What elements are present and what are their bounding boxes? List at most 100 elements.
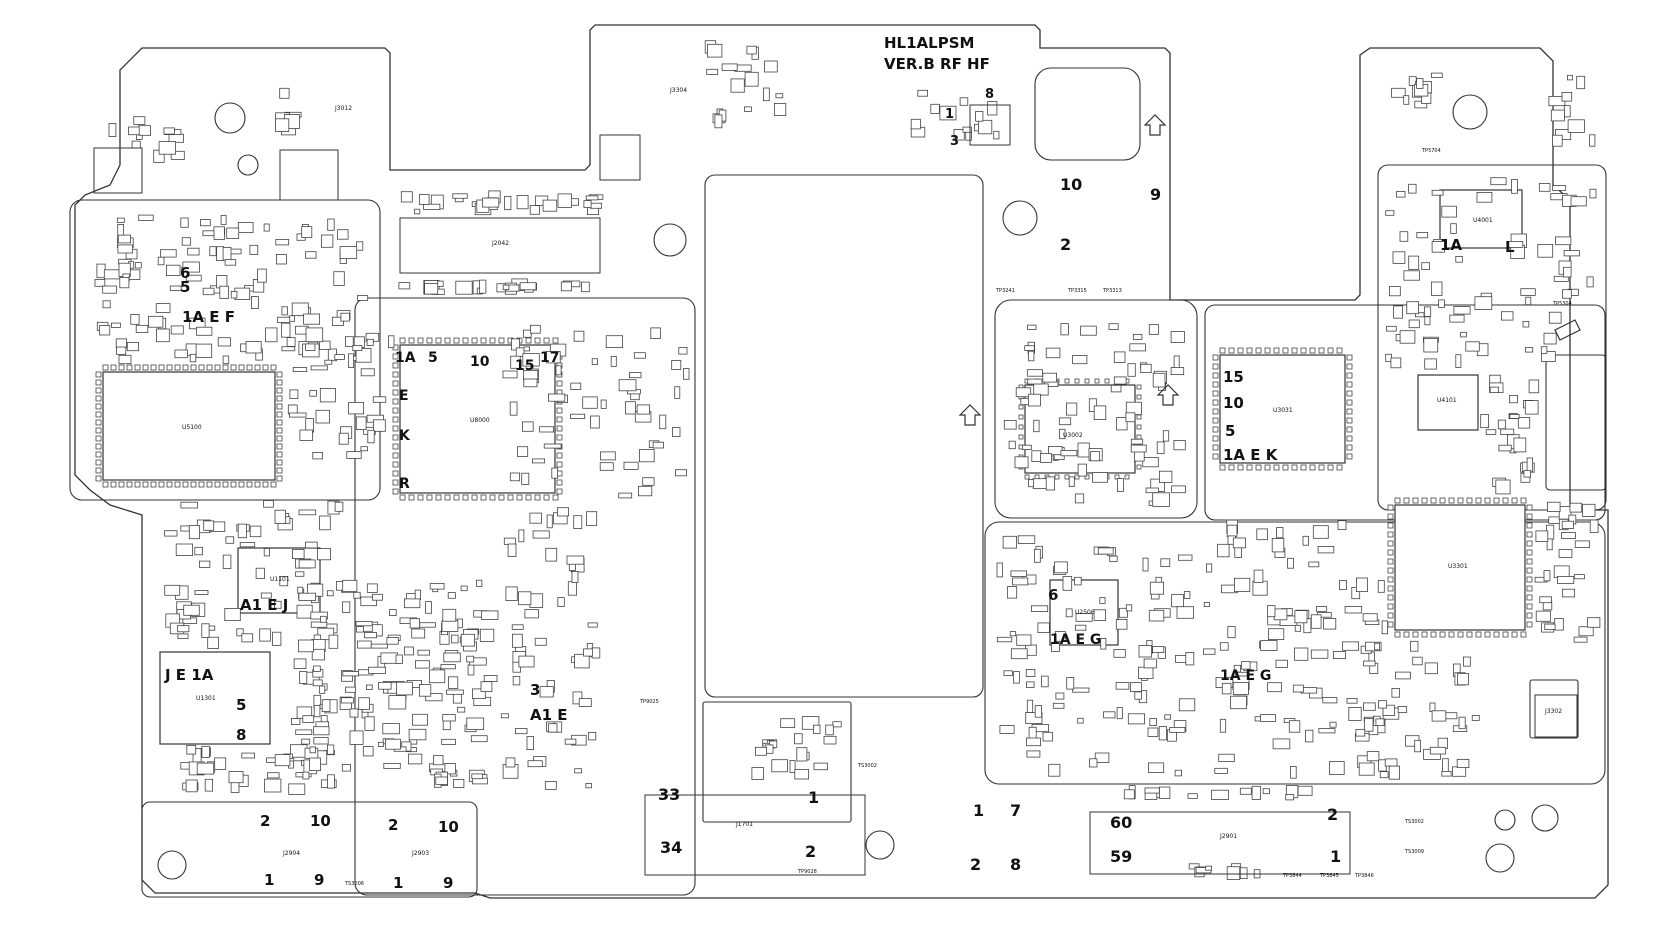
smd-part <box>1234 577 1251 592</box>
smd-part <box>355 241 364 251</box>
smd-part <box>1221 682 1232 695</box>
smd-part <box>510 338 520 351</box>
smd-part <box>1264 464 1271 471</box>
smd-part <box>177 633 189 640</box>
smd-part <box>1476 191 1493 203</box>
smd-part <box>1084 474 1090 480</box>
smd-part <box>548 723 558 733</box>
smd-part <box>1104 378 1110 384</box>
smd-part <box>1552 134 1563 147</box>
smd-part <box>552 337 559 344</box>
smd-part <box>428 669 446 684</box>
smd-part <box>414 208 421 215</box>
conn-j2904 <box>93 147 143 194</box>
smd-part <box>1219 718 1227 733</box>
pin-label-9: 15 <box>1223 368 1244 386</box>
smd-part <box>1318 347 1325 354</box>
smd-part <box>1429 702 1436 712</box>
smd-part <box>1346 381 1353 388</box>
smd-part <box>1290 766 1297 779</box>
smd-part <box>440 664 456 670</box>
smd-part <box>360 446 368 452</box>
smd-part <box>365 684 373 690</box>
pin-label-36: 59 <box>1110 847 1132 866</box>
smd-part <box>1136 424 1142 430</box>
smd-part <box>1431 710 1447 722</box>
smd-part <box>1212 381 1219 388</box>
smd-part <box>392 443 399 450</box>
smd-part <box>150 364 157 371</box>
smd-part <box>417 649 430 656</box>
smd-part <box>1403 270 1420 281</box>
smd-part <box>279 87 290 99</box>
smd-part <box>388 695 407 710</box>
smd-part <box>659 414 667 430</box>
smd-part <box>95 403 102 410</box>
smd-part <box>530 324 541 334</box>
smd-part <box>1230 695 1247 710</box>
smd-part <box>1130 438 1144 445</box>
smd-part <box>1424 358 1437 370</box>
smd-part <box>95 475 102 482</box>
smd-part <box>1339 580 1348 590</box>
smd-part <box>1239 867 1248 879</box>
smd-part <box>1346 426 1353 433</box>
smd-part <box>187 247 200 256</box>
smd-part <box>1017 535 1036 544</box>
smd-part <box>1543 332 1557 345</box>
smd-part <box>566 555 585 565</box>
smd-part <box>342 579 358 592</box>
smd-part <box>1322 697 1338 704</box>
smd-part <box>507 494 514 501</box>
smd-part <box>545 547 558 562</box>
smd-part <box>525 494 532 501</box>
smd-part <box>263 500 274 508</box>
smd-part <box>1558 549 1573 558</box>
smd-part <box>1342 641 1360 651</box>
smd-part <box>1026 737 1042 747</box>
smd-part <box>1424 306 1432 317</box>
smd-part <box>1226 524 1238 538</box>
smd-part <box>310 611 328 620</box>
pin-label-44: 5 <box>180 278 190 296</box>
smd-part <box>1170 331 1185 343</box>
label-j1701: J1701 <box>735 821 753 828</box>
smd-part <box>198 364 205 371</box>
smd-part <box>337 229 349 240</box>
smd-part <box>411 628 426 639</box>
smd-part <box>312 451 323 460</box>
smd-part <box>425 693 443 702</box>
smd-part <box>509 401 518 416</box>
smd-part <box>1589 134 1596 147</box>
smd-part <box>1358 762 1375 776</box>
smd-part <box>1388 765 1400 780</box>
smd-part <box>480 337 487 344</box>
large-chips <box>102 189 1526 745</box>
smd-part <box>573 330 585 342</box>
smd-part <box>207 636 219 649</box>
smd-part <box>155 328 170 343</box>
smd-part <box>1002 535 1017 549</box>
smd-part <box>1449 314 1465 323</box>
smd-part <box>460 585 468 592</box>
pin-label-18: 2 <box>260 812 270 830</box>
smd-part <box>313 705 321 718</box>
smd-part <box>189 353 197 363</box>
smd-part <box>512 676 521 686</box>
smd-part <box>452 193 468 199</box>
smd-part <box>160 249 177 258</box>
smd-part <box>131 140 141 149</box>
smd-part <box>1282 347 1289 354</box>
smd-part <box>1267 682 1282 693</box>
smd-part <box>298 592 316 601</box>
smd-part <box>1578 626 1594 637</box>
smd-part <box>556 461 563 468</box>
smd-part <box>1117 478 1124 492</box>
smd-part <box>345 336 354 347</box>
smd-part <box>551 467 558 479</box>
smd-part <box>442 608 457 622</box>
smd-part <box>222 481 229 488</box>
smd-part <box>408 728 427 741</box>
pin-label-35: 2 <box>1327 805 1338 824</box>
